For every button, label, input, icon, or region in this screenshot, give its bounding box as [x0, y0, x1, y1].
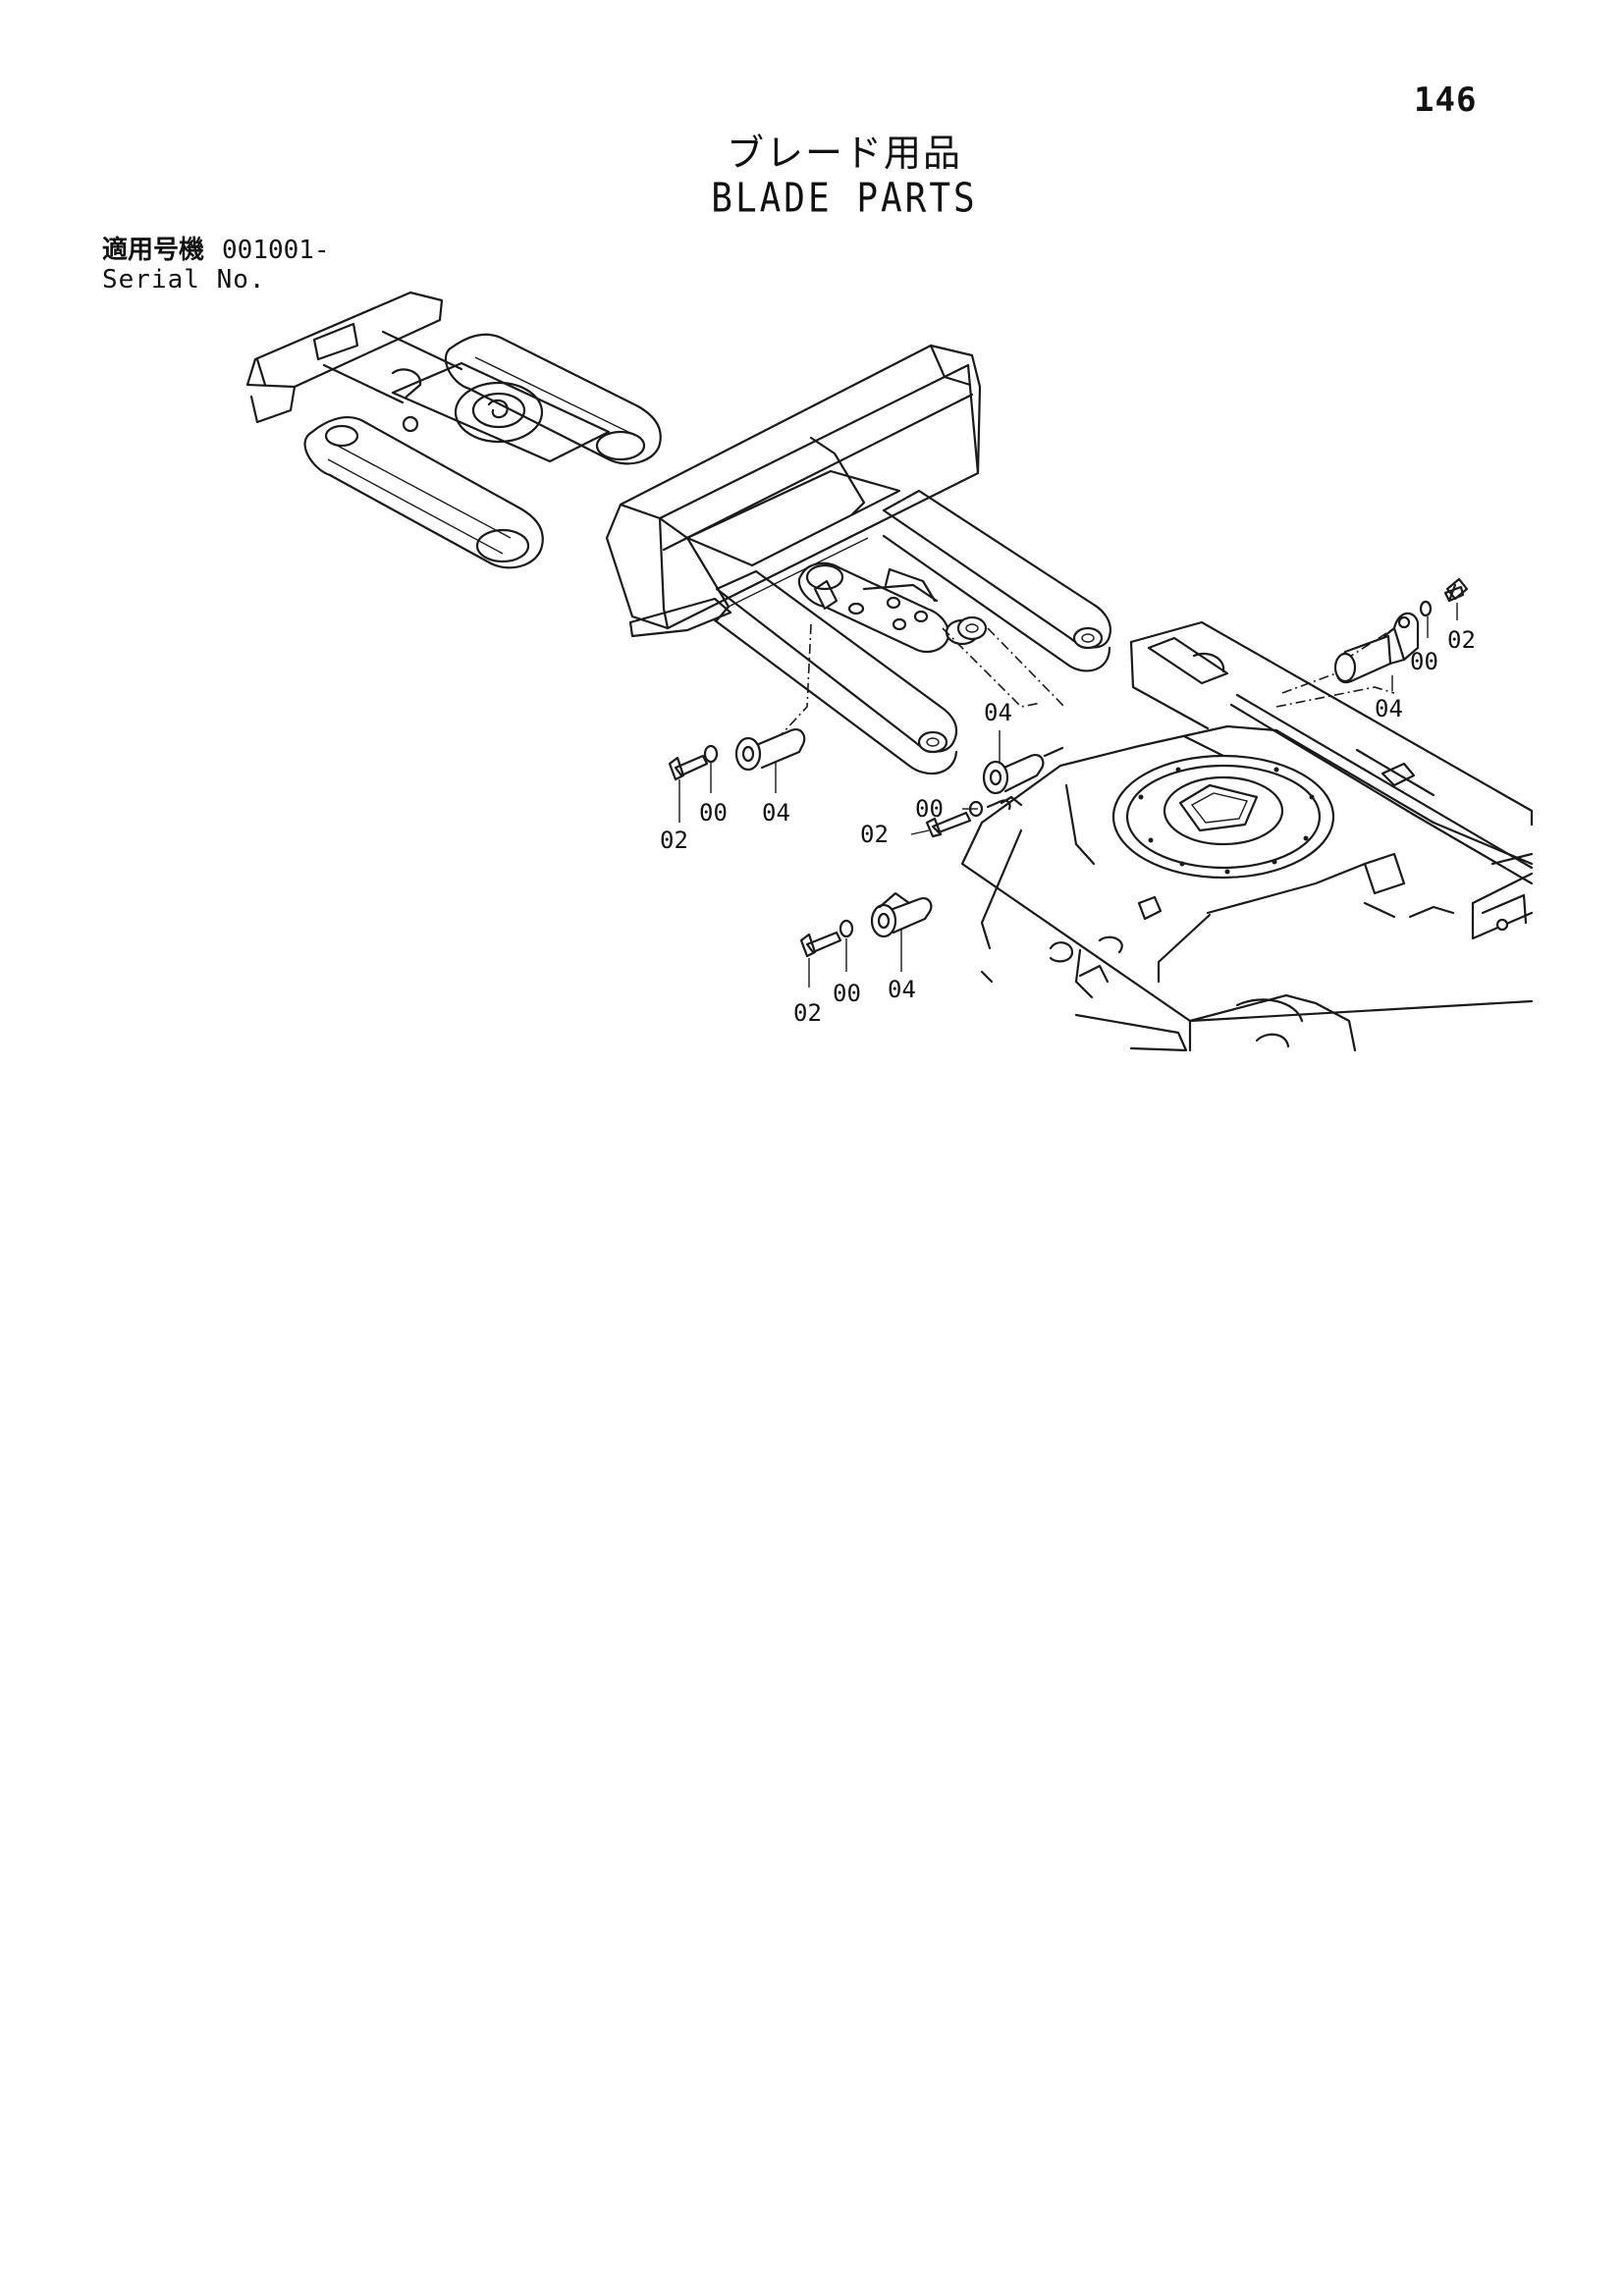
serial-label-english: Serial No.: [102, 265, 266, 294]
callout-c12: 04: [1375, 695, 1403, 722]
callout-c5: 00: [915, 795, 944, 823]
callout-c6: 02: [860, 821, 889, 848]
callout-c9: 04: [888, 976, 916, 1003]
page-number: 146: [1414, 80, 1478, 120]
overview-undercarriage: [245, 291, 662, 569]
track-frame: [942, 620, 1534, 1052]
page-title-japanese: ブレード用品: [726, 132, 962, 175]
callout-c4: 04: [984, 699, 1012, 726]
callout-c7: 02: [793, 999, 822, 1027]
exploded-parts: [668, 577, 1469, 988]
callout-c11: 00: [1410, 648, 1438, 675]
main-blade-assembly: [605, 344, 1111, 775]
title-block: ブレード用品 BLADE PARTS: [628, 130, 1060, 222]
callout-c10: 02: [1447, 626, 1476, 654]
serial-label-japanese: 適用号機: [102, 236, 205, 265]
serial-value: 001001-: [222, 236, 330, 265]
serial-number-block: 適用号機 001001- Serial No.: [102, 236, 330, 294]
part-callouts: 02 00 04 04 00 02 02 00 04 02 00 04: [660, 626, 1476, 1027]
callout-c3: 04: [762, 799, 790, 827]
callout-c2: 00: [699, 799, 728, 827]
serial-row: 適用号機 001001-: [102, 236, 330, 265]
page-title-english: BLADE PARTS: [711, 175, 978, 222]
callout-c8: 00: [833, 980, 861, 1007]
callout-c1: 02: [660, 827, 688, 854]
